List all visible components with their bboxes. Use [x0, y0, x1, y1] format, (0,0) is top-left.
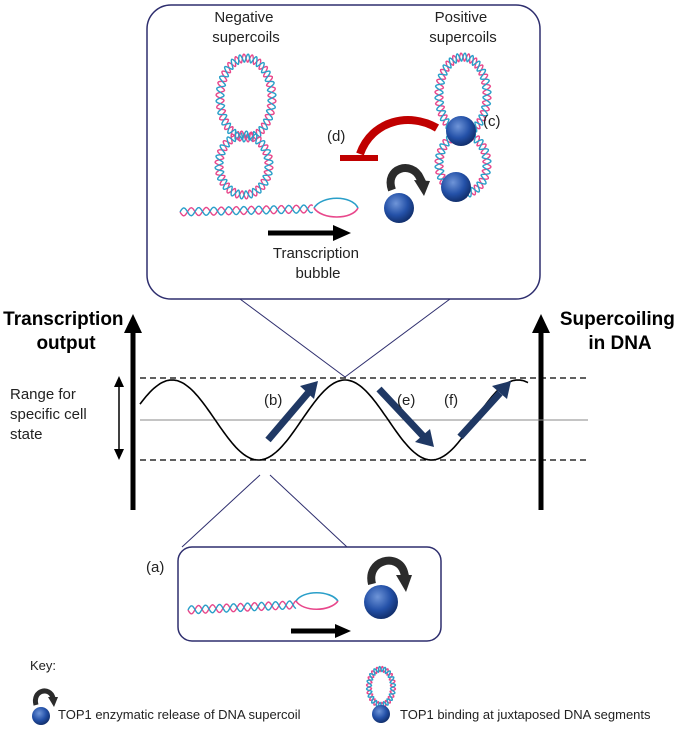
zoom-line-bottom-left [181, 474, 261, 548]
negative-supercoil-loops [214, 53, 277, 200]
key-release-arrow-icon [32, 688, 56, 706]
label-c: (c) [483, 113, 501, 130]
negative-supercoils-label: Negative supercoils [212, 9, 280, 46]
key-section: Key: TOP1 enzymatic release of DNA super… [30, 658, 651, 725]
key-top1-icon [32, 707, 50, 725]
dna-strand [434, 129, 492, 199]
dna-strand [179, 204, 314, 217]
dna-helix-main [179, 204, 314, 217]
dna-strand [187, 600, 297, 615]
label-b: (b) [264, 392, 282, 409]
zoom-line-top-right [344, 298, 451, 378]
range-arrow-up-icon [114, 376, 124, 387]
label-f: (f) [444, 392, 458, 409]
top-panel: Negative supercoils Positive supercoils … [146, 4, 541, 300]
range-label: Range for specific cell state [10, 386, 91, 443]
bottom-transcription-bubble [295, 591, 339, 611]
dna-strand [215, 53, 277, 143]
zoom-line-top-left [239, 298, 346, 378]
inhibition-arc [356, 116, 440, 156]
top1-enzyme [384, 193, 414, 223]
arrow-e [376, 386, 434, 447]
bottom-release-arrowhead-icon [396, 575, 412, 592]
dna-strand [365, 665, 397, 709]
key-release-arrowhead-icon [48, 697, 58, 707]
transcription-bubble-label: Transcription bubble [273, 245, 363, 282]
right-axis-title: Supercoiling in DNA [560, 309, 680, 354]
label-d: (d) [327, 128, 345, 145]
release-arrow-icon [386, 164, 428, 192]
bottom-direction-arrowhead-icon [335, 624, 351, 638]
key-top1-bound-icon [372, 705, 390, 723]
range-arrow-down-icon [114, 449, 124, 460]
right-axis-arrowhead-icon [532, 314, 550, 333]
left-axis-title: Transcription output [3, 309, 129, 354]
left-axis-arrowhead-icon [124, 314, 142, 333]
dna-helix-bottom [187, 600, 297, 615]
dna-strand [365, 665, 397, 709]
label-a: (a) [146, 559, 164, 576]
bottom-panel: (a) [146, 546, 442, 642]
bottom-top1-enzyme [364, 585, 398, 619]
label-e: (e) [397, 392, 415, 409]
zoom-line-bottom-right [269, 474, 348, 548]
transcription-bubble [313, 197, 359, 218]
top1-bound-upper [446, 116, 476, 146]
top1-bound-lower [441, 172, 471, 202]
key-loop-icon [365, 665, 397, 709]
axes-section: Transcription output Supercoiling in DNA… [3, 309, 680, 510]
key-item-1: TOP1 enzymatic release of DNA supercoil [58, 707, 301, 722]
key-item-2: TOP1 binding at juxtaposed DNA segments [400, 707, 651, 722]
dna-strand [187, 600, 297, 615]
dna-strand [214, 130, 274, 200]
positive-supercoils-label: Positive supercoils [429, 9, 497, 46]
arrow-b [265, 381, 318, 443]
release-arrowhead-icon [414, 180, 430, 196]
dna-strand [434, 52, 492, 138]
bottom-release-arrow-icon [367, 556, 410, 585]
arrow-f [457, 381, 511, 440]
transcription-arrowhead-icon [333, 225, 351, 241]
key-title: Key: [30, 658, 56, 673]
